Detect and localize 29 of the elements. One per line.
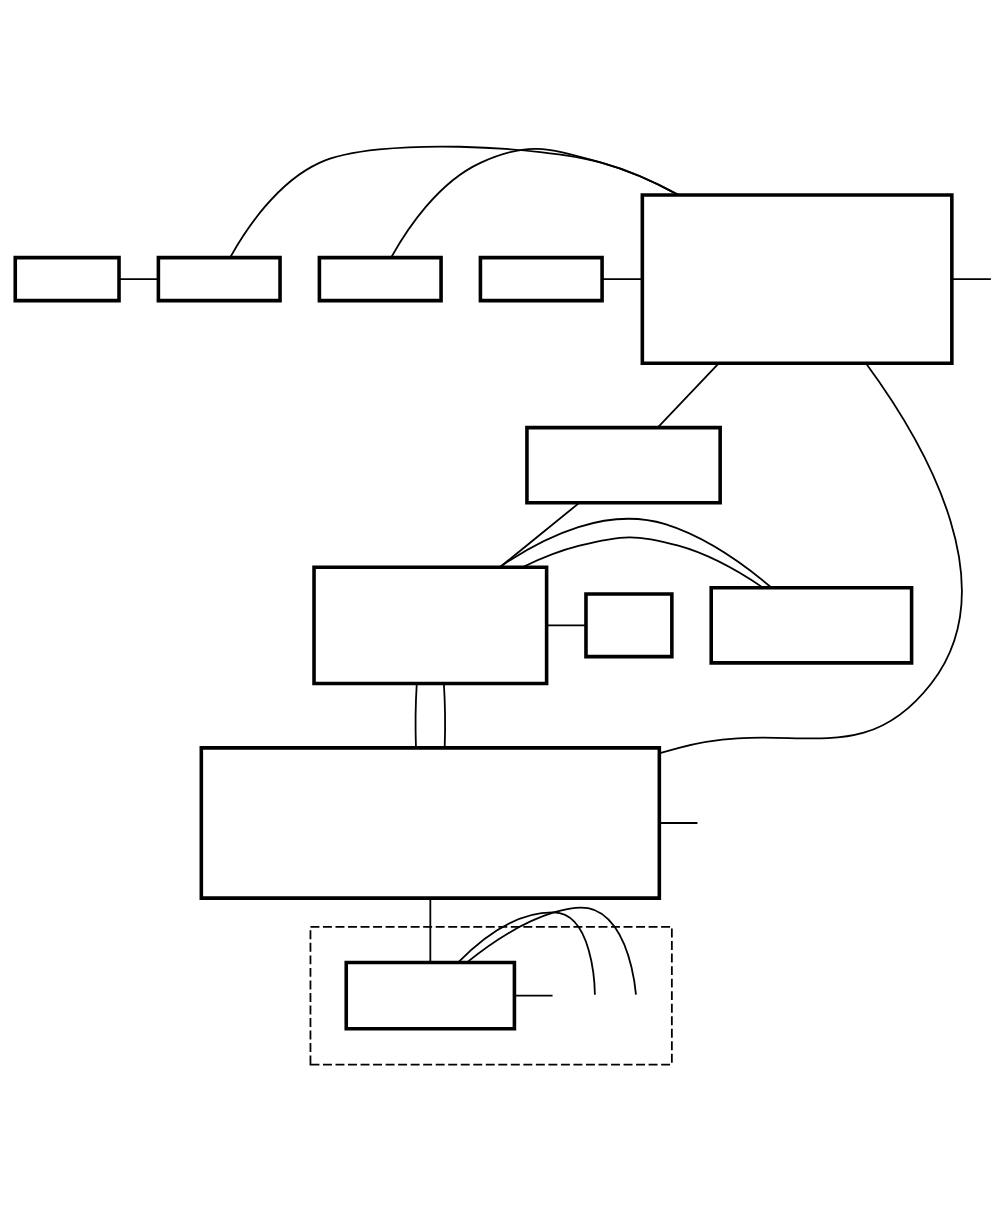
node-box <box>317 255 443 302</box>
connector <box>545 623 587 626</box>
connector <box>513 994 554 997</box>
connector <box>118 277 159 280</box>
node-box <box>525 425 722 505</box>
connector <box>601 277 643 280</box>
connector <box>229 145 680 258</box>
node-box <box>156 255 282 302</box>
node-box <box>584 591 674 658</box>
connector <box>466 906 637 995</box>
node-box <box>13 255 121 302</box>
connector <box>390 147 680 258</box>
node-box <box>199 745 662 900</box>
node-box <box>312 564 549 685</box>
connector <box>443 682 446 748</box>
node-box <box>709 585 914 665</box>
connector <box>656 362 720 428</box>
node-box <box>478 255 604 302</box>
connector <box>522 535 764 588</box>
connector <box>659 361 963 754</box>
node-box <box>640 192 954 365</box>
connector <box>658 821 699 824</box>
connector <box>414 682 418 748</box>
cluster <box>309 925 673 1065</box>
connector <box>457 911 596 996</box>
node-box <box>344 960 517 1031</box>
connector <box>429 897 432 963</box>
connector <box>951 277 992 280</box>
connector <box>498 517 772 588</box>
